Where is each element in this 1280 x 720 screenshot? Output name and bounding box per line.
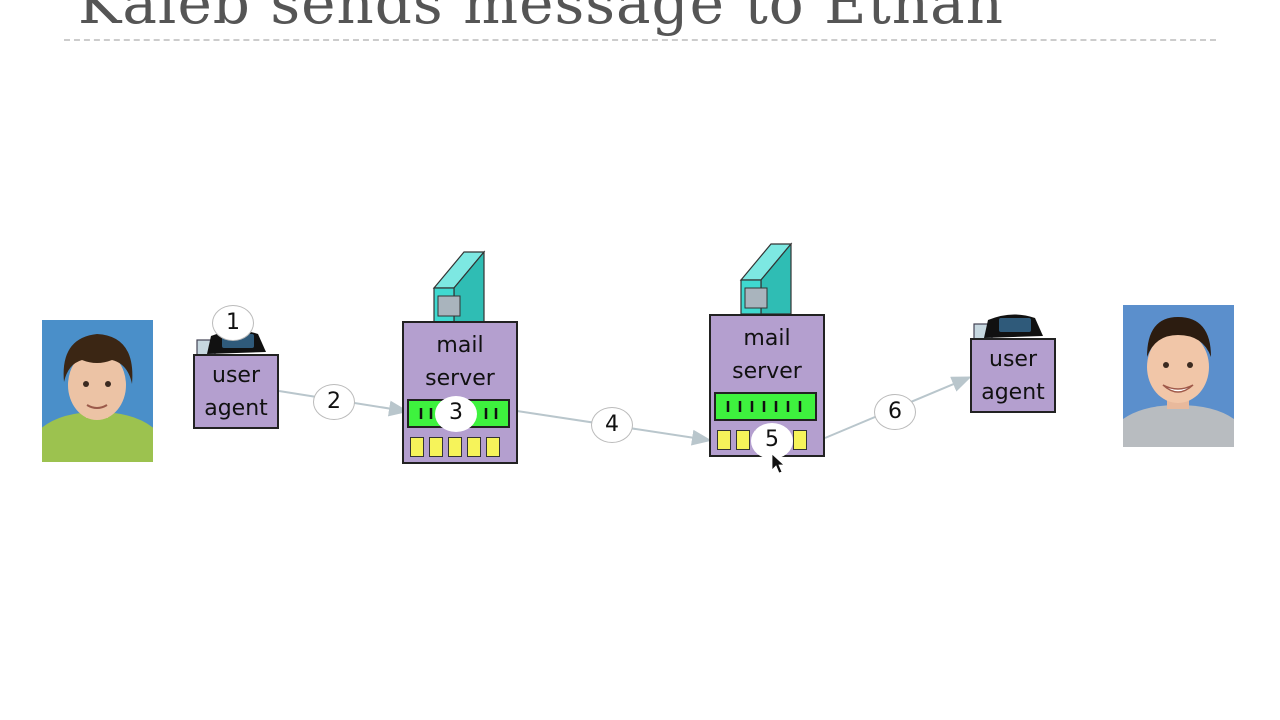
slide-title: Kaleb sends message to Ethan (78, 0, 1005, 37)
receiver-user-agent-label: user agent (981, 347, 1045, 405)
sender-mailboxes (410, 437, 500, 457)
step-6-marker: 6 (874, 394, 916, 430)
mailbox (429, 437, 443, 457)
step-2-marker: 2 (313, 384, 355, 420)
step-5-marker: 5 (751, 423, 793, 459)
title-divider (64, 39, 1216, 41)
mailbox (486, 437, 500, 457)
receiver-message-queue (714, 392, 817, 421)
mailbox (736, 430, 750, 450)
receiver-mail-server-label: mail server (732, 326, 802, 384)
mailbox (448, 437, 462, 457)
step-3-marker: 3 (435, 396, 477, 432)
mailbox (467, 437, 481, 457)
receiver-photo (1123, 305, 1234, 447)
step-1-marker: 1 (212, 305, 254, 341)
mailbox (717, 430, 731, 450)
sender-user-agent: user agent (193, 354, 279, 429)
sender-photo (42, 320, 153, 462)
receiver-user-agent: user agent (970, 338, 1056, 413)
step-4-marker: 4 (591, 407, 633, 443)
mailbox (793, 430, 807, 450)
sender-mail-server-label: mail server (425, 333, 495, 391)
mailbox (410, 437, 424, 457)
sender-user-agent-label: user agent (204, 363, 268, 421)
